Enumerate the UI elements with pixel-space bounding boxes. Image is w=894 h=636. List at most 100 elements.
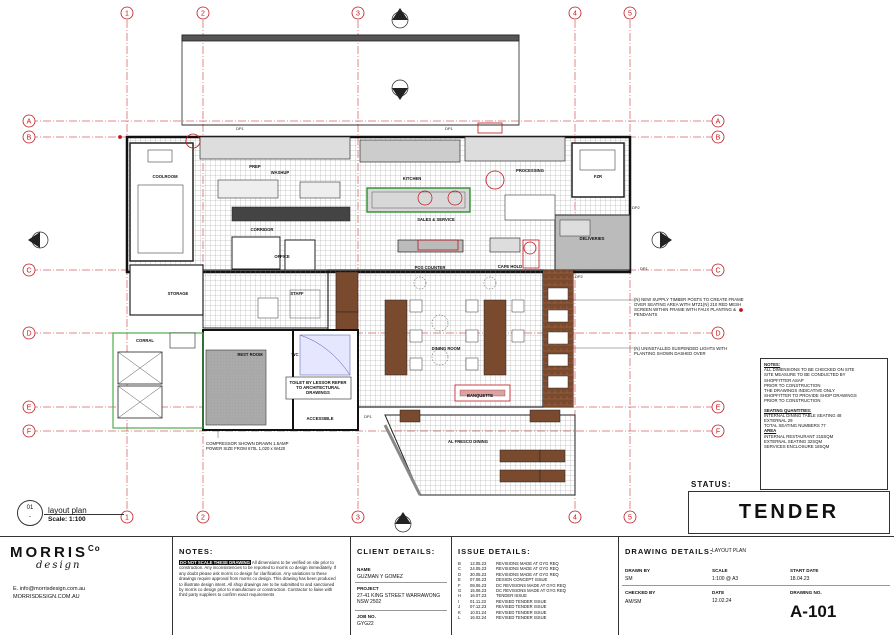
notes-panel: NOTES: ALL DIMENSIONS TO BE CHECKED ON S… [760,358,888,490]
issue-date: 16.02.24 [470,615,487,621]
drawing-details-title: DRAWING DETAILS: [625,547,714,556]
grid-row-b-right: B [716,135,721,142]
title-block-divider [172,536,173,635]
issue-date: 10.01.24 [470,609,487,615]
room-banquette: BANQUETTE [467,393,493,398]
client-name: GUZMAN Y GOMEZ [357,574,403,580]
al-fresco [383,409,576,496]
grid-col-1: 1 [125,11,129,18]
title-block-divider [618,536,619,635]
issue-desc: TENDER ISSUE [496,593,527,599]
general-notes: DO NOT SCALE THESE DRAWING All dimension… [179,560,339,598]
project-address: 27-41 KING STREET WARRAWONG NSW 2502 [357,593,441,605]
room-prep: PREP [249,164,261,169]
grid-row-d: D [26,331,31,338]
client-title: CLIENT DETAILS: [357,547,436,556]
job-number-label: JOB NO. [357,614,376,619]
scale-label: SCALE [712,568,728,573]
corral [112,332,204,429]
seating-line: EXTERNAL 29 [764,418,793,424]
grid-row-f-right: F [716,429,720,436]
divider [355,582,447,583]
view-reference-badge: 01 - [17,500,43,526]
status-label: STATUS: [691,480,732,489]
issue-desc: REVISIONS MADE AT GYG REQ [496,571,559,577]
logo-co: Co [88,544,101,553]
dining-area [327,269,574,408]
issue-date: 24.05.23 [470,566,487,572]
contact-email: E. info@morrisdesign.com.au [13,586,86,592]
legend-rule [44,514,124,515]
issue-row: H 16.07.23 TENDER ISSUE [458,593,566,598]
issue-date: 12.02.24 [712,598,732,604]
room-dining: DINING ROOM [432,346,461,351]
floor-plan: 1 2 3 4 5 1 2 3 4 5 A B C D E F A B C D … [22,6,743,533]
issue-rev: H [458,593,462,599]
seating-line: TOTAL SEATING NUMBERS 77 [764,423,826,429]
notes-line: PRIOR TO CONSTRUCTION [764,382,821,388]
divider [622,585,890,586]
issue-rev: B [458,561,461,566]
notes-highlight: DO NOT SCALE THESE DRAWING [179,560,251,565]
checked-by: AM/SM [625,599,642,605]
section-marker-bottom-plan [394,512,412,533]
issue-rev: I [458,598,460,604]
callout-dp2-a: DP2 [632,205,641,210]
grid-row-c-right: C [715,268,720,275]
issue-date: 15.06.23 [470,588,487,594]
grid-row-b: B [27,135,32,142]
grid-col-4-bottom: 4 [573,515,577,522]
callout-leaders [217,299,634,438]
scale-value: 1:100 @ A3 [712,576,739,582]
callout-timber-posts: (N) NEW SUPPLY TIMBER POSTS TO CREATE FR… [634,297,744,317]
grid-row-e: E [27,405,32,412]
notes-panel-title: NOTES: [764,362,781,367]
divider [355,610,447,611]
view-number: 01 [26,505,34,511]
issue-desc: DC REVISIONS MADE AT GYG REQ [496,582,566,588]
issue-rev: K [458,609,461,615]
area-line: EXTERNAL SEATING 32SQM [764,438,823,444]
area-line: SERVICES ENCLOSURE 18SQM [764,444,830,450]
job-number: GYG22 [357,621,374,627]
grid-col-1-bottom: 1 [125,515,129,522]
issue-date: 16.07.23 [470,593,487,599]
callout-suspended-lights: (N) UNINSTALLED SUSPENDED LIGHTS WITH PL… [634,346,728,356]
room-corral: CORRAL [136,338,154,343]
room-wc: WC [292,352,299,357]
grid-col-3: 3 [356,11,360,18]
grid-bubbles [22,6,725,524]
notes-line: SHOPFITTER TO PROVIDE SHOP DRAWINGS [764,393,857,399]
grid-col-4: 4 [573,11,577,18]
room-al-fresco: AL FRESCO DINING [448,439,488,444]
issue-rev: G [458,588,462,594]
start-date-label: START DATE [790,568,819,573]
room-pos-counter: POS COUNTER [415,265,446,270]
callout-dp1-d: DP1 [364,414,373,419]
notes-line: PRIOR TO CONSTRUCTION [764,398,821,404]
start-date: 18.04.23 [790,576,810,582]
logo: MORRISCo [10,544,101,561]
view-title: layout plan [48,506,87,515]
issue-date: 12.05.23 [470,561,487,566]
section-marker-right [651,231,672,249]
area-title: AREA [764,428,777,434]
restrooms [202,329,359,431]
issue-date: 08.06.23 [470,582,487,588]
room-washup: WASHUP [271,170,290,175]
title-block-divider [451,536,452,635]
room-storage: STORAGE [168,291,189,296]
issue-desc: REVISIONS MADE AT GYG REQ [496,566,559,572]
notes-line: SITE MEASURE TO BE CONDUCTED BY [764,372,846,378]
room-cafe-hold: CAFE HOLD [498,264,522,269]
grid-col-2: 2 [201,11,205,18]
